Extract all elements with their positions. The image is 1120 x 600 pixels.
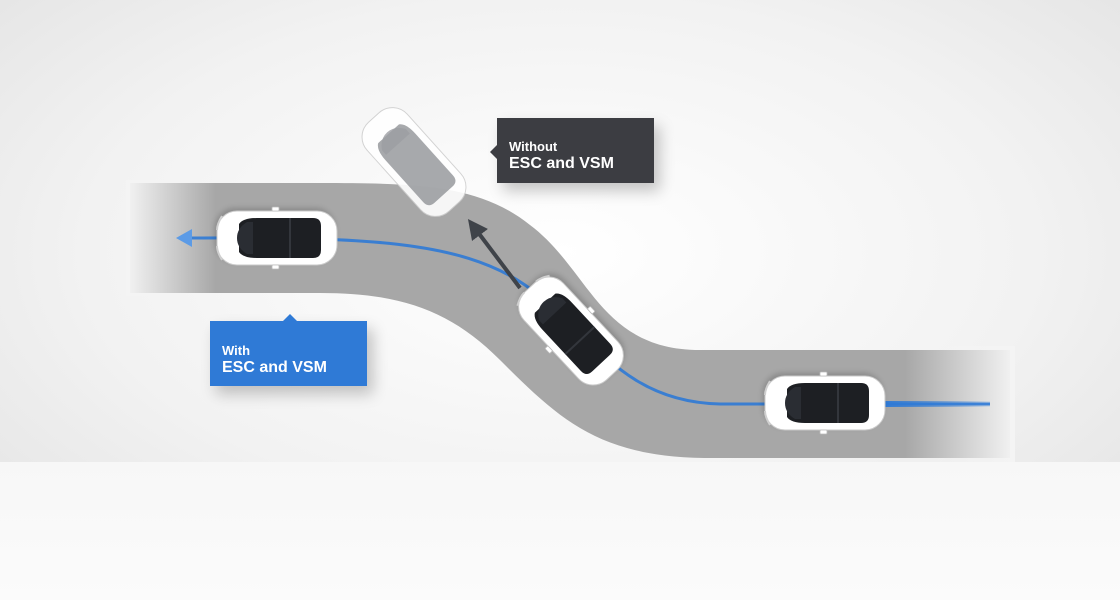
callout-without-esc-vsm: Without ESC and VSM <box>490 118 654 183</box>
callout-with-line2: ESC and VSM <box>222 359 327 376</box>
callout-without-line1: Without <box>509 139 558 154</box>
floor <box>0 462 1120 600</box>
car-icon-end <box>763 372 885 434</box>
callout-with-line1: With <box>222 343 251 358</box>
direction-arrow-without <box>467 219 522 290</box>
car-icon-start <box>215 207 337 269</box>
direction-arrow-with <box>176 229 192 247</box>
callout-without-line2: ESC and VSM <box>509 155 614 172</box>
path-fade-right <box>880 401 990 407</box>
callout-with-esc-vsm: With ESC and VSM <box>210 314 367 386</box>
